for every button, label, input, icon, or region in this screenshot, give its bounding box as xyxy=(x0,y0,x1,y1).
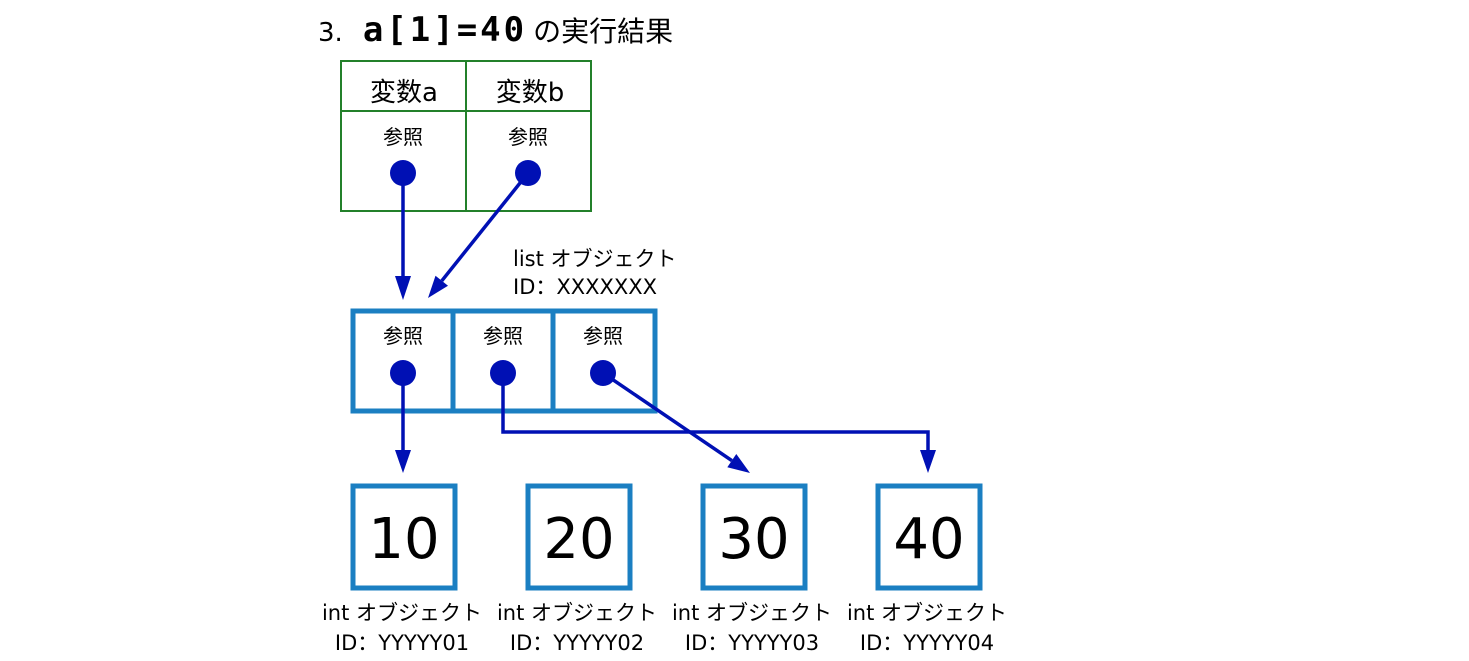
arrowhead-list-cell-1-to-int xyxy=(920,450,936,473)
title-suffix: の実行結果 xyxy=(533,15,673,48)
arrow-variable-b-to-list xyxy=(440,171,530,282)
int-object-3-type-label: int オブジェクト xyxy=(847,601,1007,625)
reference-dot-variable-b xyxy=(515,160,541,186)
int-object-3-id-label: ID：YYYYY04 xyxy=(860,631,994,655)
int-object-3: 40 int オブジェクト ID：YYYYY04 xyxy=(847,483,1007,655)
variable-a-name: 変数a xyxy=(370,78,438,108)
int-object-0-value: 10 xyxy=(368,507,439,572)
arrow-list-cell-1-to-int xyxy=(501,373,930,452)
int-object-1-value: 20 xyxy=(543,507,614,572)
int-object-2: 30 int オブジェクト ID：YYYYY03 xyxy=(672,483,832,655)
int-object-1-border xyxy=(525,483,633,591)
reference-dot-variable-a xyxy=(390,160,416,186)
variable-b-name: 変数b xyxy=(496,78,565,108)
int-object-0: 10 int オブジェクト ID：YYYYY01 xyxy=(322,483,482,655)
title-code: a[1]=40 xyxy=(363,10,527,50)
list-object-id-label: ID：XXXXXXX xyxy=(513,275,657,299)
int-object-2-type-label: int オブジェクト xyxy=(672,601,832,625)
list-cell-2-label: 参照 xyxy=(583,324,623,348)
variable-a-cell-label: 参照 xyxy=(383,125,423,149)
int-object-1-id-label: ID：YYYYY02 xyxy=(510,631,644,655)
int-object-3-border xyxy=(875,483,983,591)
arrowhead-list-cell-0-to-int xyxy=(395,450,411,473)
arrowhead-variable-a-to-list xyxy=(395,276,411,300)
list-cell-0-label: 参照 xyxy=(383,324,423,348)
reference-dot-list-cell-1 xyxy=(490,360,516,386)
list-object-type-label: list オブジェクト xyxy=(513,247,677,271)
arrowhead-list-cell-2-to-int xyxy=(727,454,750,473)
list-cell-1-label: 参照 xyxy=(483,324,523,348)
reference-dot-list-cell-0 xyxy=(390,360,416,386)
title-number: 3. xyxy=(318,18,343,48)
int-object-2-value: 30 xyxy=(718,507,789,572)
int-object-2-id-label: ID：YYYYY03 xyxy=(685,631,819,655)
variable-b-cell-label: 参照 xyxy=(508,125,548,149)
arrowhead-variable-b-to-list xyxy=(428,275,448,298)
arrow-list-cell-2-to-int xyxy=(602,371,733,463)
variables-table: 変数a 変数b 参照 参照 xyxy=(340,60,592,212)
int-object-0-type-label: int オブジェクト xyxy=(322,601,482,625)
int-object-0-border xyxy=(350,483,458,591)
int-object-1: 20 int オブジェクト ID：YYYYY02 xyxy=(497,483,657,655)
int-object-2-border xyxy=(700,483,808,591)
int-object-0-id-label: ID：YYYYY01 xyxy=(335,631,469,655)
int-object-3-value: 40 xyxy=(893,507,964,572)
reference-dot-list-cell-2 xyxy=(590,360,616,386)
int-object-1-type-label: int オブジェクト xyxy=(497,601,657,625)
